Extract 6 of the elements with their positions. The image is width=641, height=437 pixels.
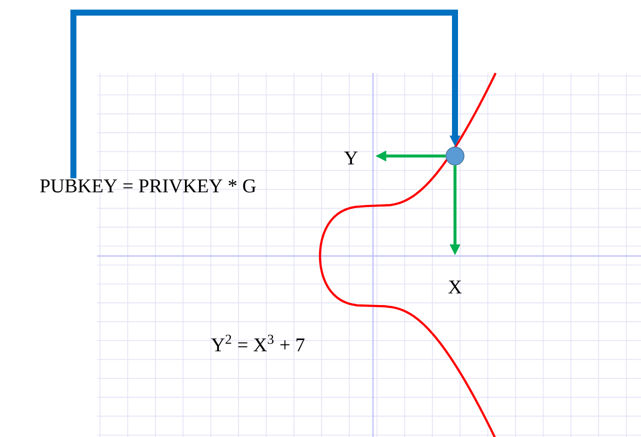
axis-label: Y bbox=[344, 152, 358, 164]
arrow bbox=[70, 10, 460, 178]
equation-text: Y$^{2}$ = X$^{3}$ + 7 bbox=[211, 334, 304, 352]
axis-label: X bbox=[448, 280, 462, 294]
point-marker bbox=[446, 146, 464, 166]
formula-text: PUBKEY = PRIVKEY * G bbox=[40, 179, 256, 193]
